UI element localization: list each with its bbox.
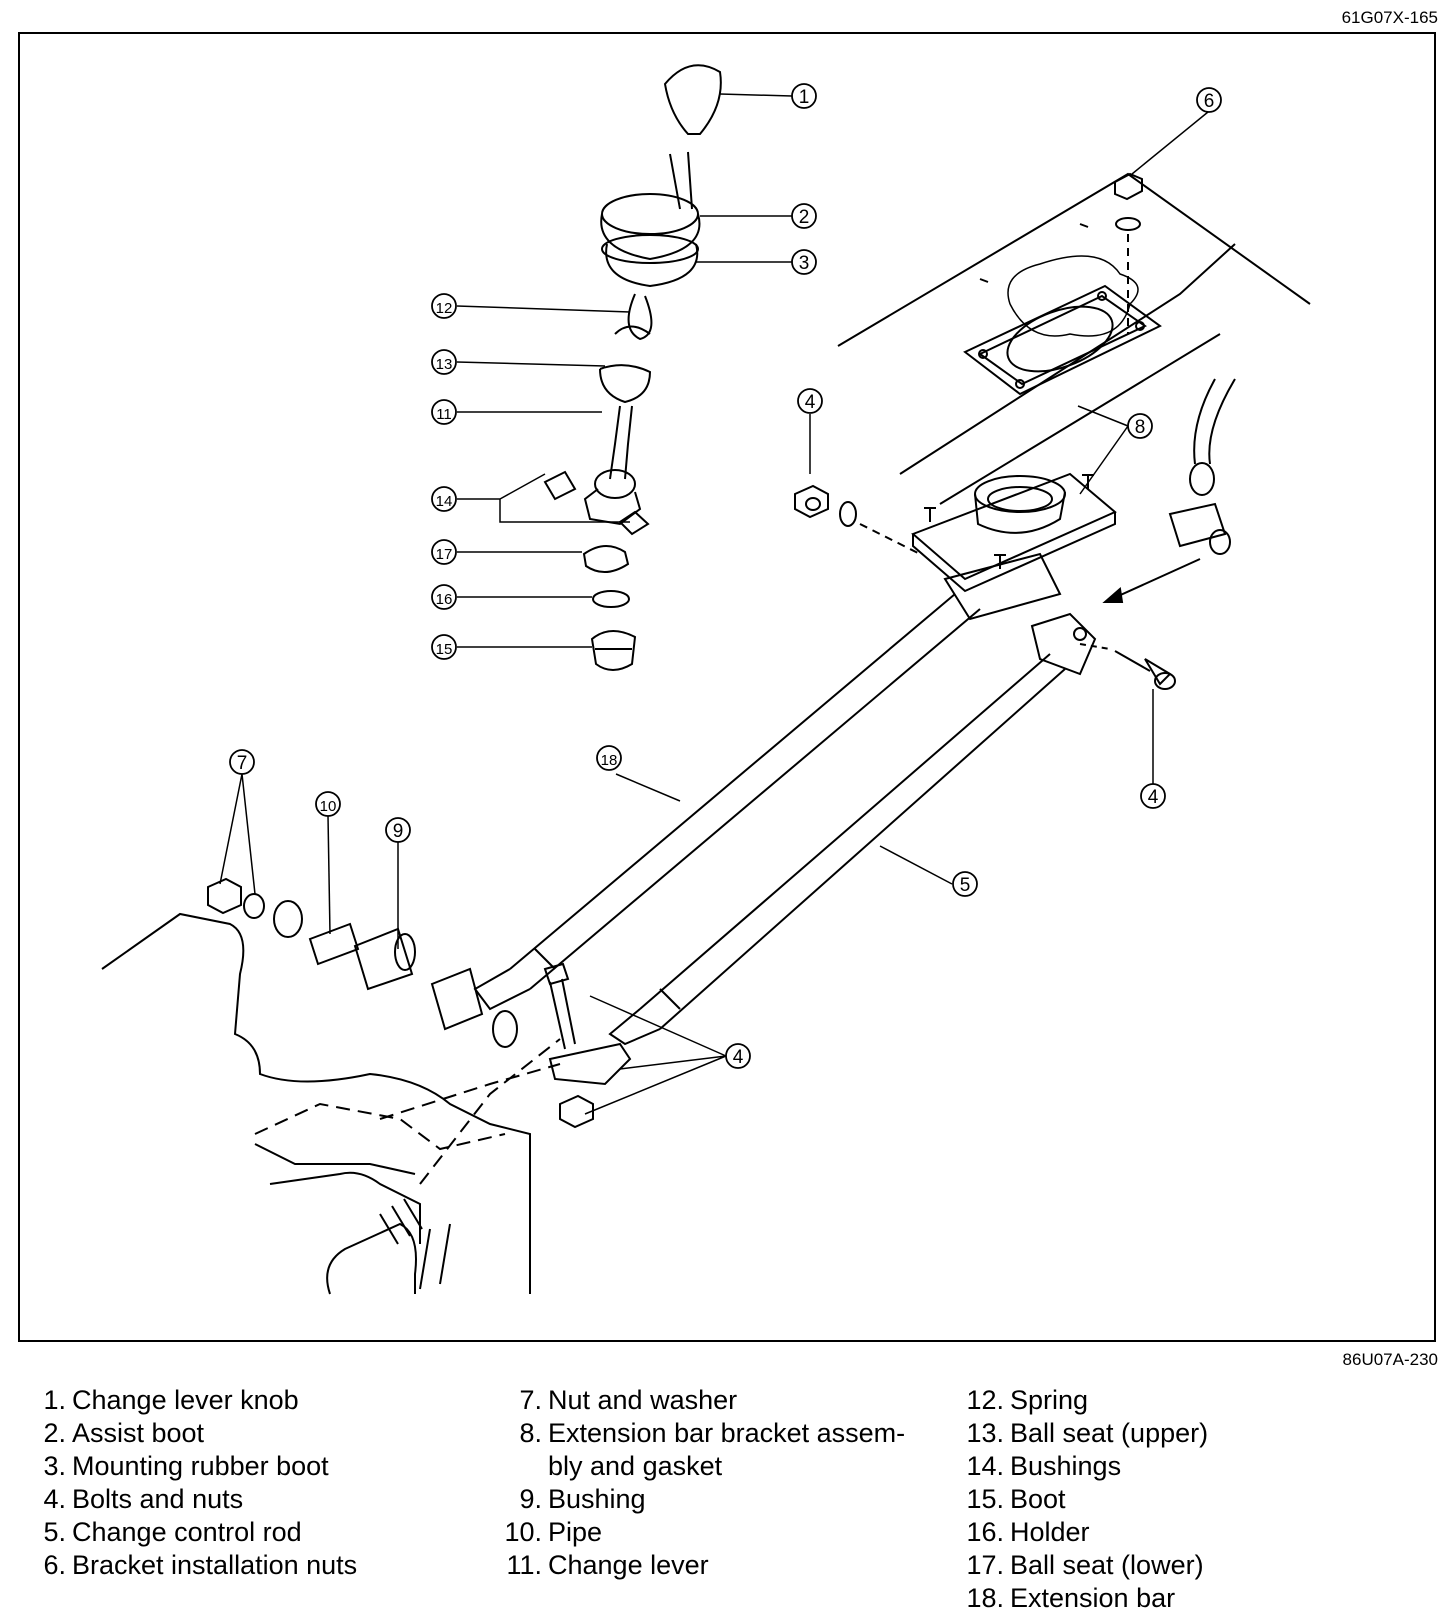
nut-washer-bracket	[794, 484, 921, 555]
callout-10-circle	[315, 791, 341, 817]
callout-17-circle	[431, 539, 457, 565]
callout-4c-circle	[725, 1043, 751, 1069]
legend-item: 12.Spring	[966, 1385, 1089, 1415]
callout-17: 17	[436, 546, 453, 563]
figure-code-top: 61G07X-165	[1341, 8, 1438, 27]
holder	[592, 590, 630, 608]
callout-4a: 4	[805, 392, 816, 413]
callout-labels: 1 2 3 6 12 13 11 4 8 14 17 16 15 7 18 4 …	[237, 87, 1215, 1068]
transmission-case	[101, 912, 561, 1295]
bracket-installation-nuts	[1114, 172, 1143, 334]
callout-14: 14	[436, 493, 453, 510]
bolt-bottom	[543, 962, 632, 1129]
legend-item-continuation: bly and gasket	[548, 1451, 723, 1481]
callout-8-circle	[1127, 413, 1153, 439]
callouts	[229, 83, 1222, 1069]
legend-item: 4.Bolts and nuts	[43, 1484, 244, 1514]
legend-item: 16.Holder	[966, 1517, 1090, 1547]
callout-6-circle	[1196, 87, 1222, 113]
legend-item: 14.Bushings	[966, 1451, 1122, 1481]
callout-4b-circle	[1140, 783, 1166, 809]
callout-12: 12	[436, 300, 453, 317]
leader-lines	[219, 93, 1209, 1115]
legend-item: 18.Extension bar	[966, 1583, 1176, 1613]
bracket-gasket	[963, 284, 1162, 396]
callout-7-circle	[229, 749, 255, 775]
direction-arrow	[1102, 558, 1201, 603]
legend-item: 7.Nut and washer	[519, 1385, 738, 1415]
extension-bar	[473, 593, 981, 1011]
callout-1: 1	[799, 87, 810, 108]
legend-item: 6.Bracket installation nuts	[43, 1550, 358, 1580]
legend-item: 2.Assist boot	[43, 1418, 205, 1448]
shift-lever-assembly	[543, 64, 722, 536]
callout-8: 8	[1135, 417, 1146, 438]
callout-14-circle	[431, 486, 457, 512]
legend-item: 17.Ball seat (lower)	[966, 1550, 1204, 1580]
callout-2-circle	[791, 203, 817, 229]
bushing-large	[430, 967, 518, 1048]
selector-cable	[1168, 378, 1236, 555]
legend-item: 11.Change lever	[506, 1550, 709, 1580]
legend-item: 13.Ball seat (upper)	[966, 1418, 1209, 1448]
callout-11: 11	[436, 406, 452, 423]
callout-18-circle	[596, 745, 622, 771]
legend-item: 3.Mounting rubber boot	[43, 1451, 329, 1481]
legend-item: 15.Boot	[966, 1484, 1066, 1514]
callout-18: 18	[601, 752, 618, 769]
pipe	[308, 922, 360, 966]
nut-washer-left	[207, 877, 303, 938]
callout-13: 13	[436, 356, 453, 373]
change-control-rod	[608, 612, 1097, 1046]
legend-column-1: 1.Change lever knob 2.Assist boot 3.Moun…	[32, 1384, 357, 1582]
extension-bar-bracket	[911, 472, 1117, 621]
callout-15-circle	[431, 634, 457, 660]
exploded-view-frame: 1 2 3 6 12 13 11 4 8 14 17 16 15 7 18 4 …	[18, 32, 1436, 1342]
callout-6: 6	[1204, 91, 1215, 112]
callout-3: 3	[799, 253, 810, 274]
callout-12-circle	[431, 293, 457, 319]
ball-seat-lower	[582, 545, 630, 573]
callout-15: 15	[436, 641, 453, 658]
callout-4c: 4	[733, 1047, 744, 1068]
legend-item: 5.Change control rod	[43, 1517, 302, 1547]
exploded-view-diagram: 1 2 3 6 12 13 11 4 8 14 17 16 15 7 18 4 …	[101, 64, 1311, 1295]
callout-5: 5	[960, 875, 971, 896]
legend-item: 9.Bushing	[519, 1484, 646, 1514]
callout-11-circle	[431, 399, 457, 425]
legend-column-3: 12.Spring 13.Ball seat (upper) 14.Bushin…	[948, 1384, 1208, 1615]
legend-item: 10.Pipe	[504, 1517, 603, 1547]
callout-10: 10	[320, 798, 337, 815]
callout-4a-circle	[797, 388, 823, 414]
legend-item: 1.Change lever knob	[43, 1385, 299, 1415]
floor-panel	[837, 172, 1311, 505]
callout-16-circle	[431, 584, 457, 610]
figure-code-bottom: 86U07A-230	[1342, 1350, 1438, 1369]
legend-column-2: 7.Nut and washer 8.Extension bar bracket…	[486, 1384, 905, 1582]
callout-2: 2	[799, 207, 810, 228]
callout-3-circle	[791, 249, 817, 275]
callout-1-circle	[791, 83, 817, 109]
callout-9-circle	[385, 817, 411, 843]
callout-13-circle	[431, 349, 457, 375]
callout-9: 9	[393, 821, 404, 842]
callout-7: 7	[237, 753, 248, 774]
callout-16: 16	[436, 591, 453, 608]
callout-5-circle	[952, 871, 978, 897]
boot	[590, 630, 637, 671]
bolt-right	[1079, 643, 1176, 690]
legend-item: 8.Extension bar bracket assem-	[519, 1418, 906, 1448]
callout-4b: 4	[1148, 787, 1159, 808]
bushing	[353, 927, 416, 991]
